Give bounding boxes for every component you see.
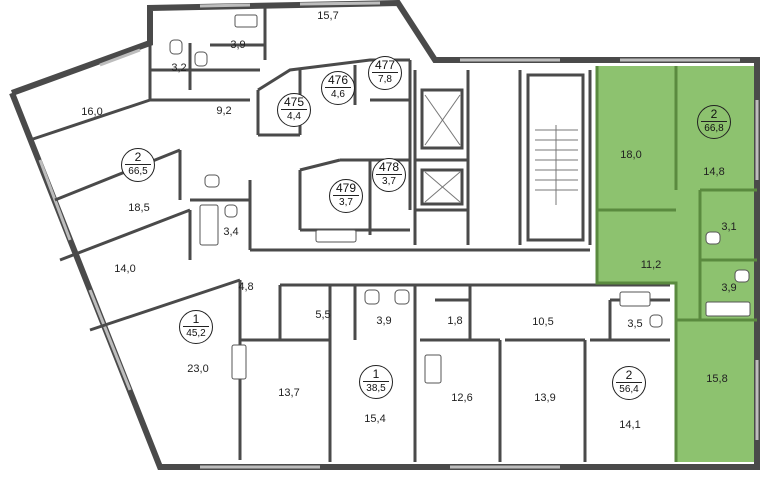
apartment-badge[interactable]: 2 66,8 <box>697 105 731 139</box>
room-area-label: 15,7 <box>317 10 339 22</box>
interior-walls <box>29 8 670 462</box>
badge-area: 45,2 <box>186 328 206 339</box>
room-area-label: 12,6 <box>451 392 473 404</box>
highlight-walls <box>595 66 757 462</box>
badge-number: 1 <box>192 312 200 326</box>
room-area-label: 4,8 <box>238 281 254 293</box>
room-area-label: 3,4 <box>223 226 239 238</box>
storage-badge[interactable]: 475 4,4 <box>277 93 311 127</box>
badge-area: 38,5 <box>366 383 386 394</box>
highlighted-apartment[interactable] <box>597 66 757 462</box>
fixtures <box>169 14 751 384</box>
storage-badge[interactable]: 476 4,6 <box>321 71 355 105</box>
room-area-label: 3,1 <box>721 221 737 233</box>
badge-number: 2 <box>710 107 718 121</box>
badge-area: 7,8 <box>378 74 392 85</box>
badge-area: 66,8 <box>704 123 724 134</box>
apartment-badge[interactable]: 1 45,2 <box>179 310 213 344</box>
badge-number: 2 <box>625 368 633 382</box>
badge-area: 3,7 <box>382 176 396 187</box>
room-area-label: 13,9 <box>534 392 556 404</box>
storage-badge[interactable]: 478 3,7 <box>372 158 406 192</box>
badge-area: 4,6 <box>331 89 345 100</box>
badge-area: 56,4 <box>619 384 639 395</box>
room-area-label: 16,0 <box>81 106 103 118</box>
room-area-label: 3,9 <box>721 282 737 294</box>
storage-badge[interactable]: 479 3,7 <box>329 179 363 213</box>
badge-number: 2 <box>134 150 142 164</box>
storage-badge[interactable]: 477 7,8 <box>368 56 402 90</box>
room-area-label: 23,0 <box>187 363 209 375</box>
badge-number: 1 <box>372 367 380 381</box>
room-area-label: 13,7 <box>278 387 300 399</box>
badge-area: 3,7 <box>339 197 353 208</box>
room-area-label: 15,8 <box>706 373 728 385</box>
badge-number: 478 <box>378 160 400 174</box>
room-area-label: 14,8 <box>703 166 725 178</box>
badge-area: 4,4 <box>287 111 301 122</box>
stairs <box>424 94 578 205</box>
badge-number: 476 <box>327 73 349 87</box>
room-area-label: 18,5 <box>128 202 150 214</box>
room-area-label: 14,0 <box>114 263 136 275</box>
room-area-label: 3,2 <box>171 62 187 74</box>
room-area-label: 3,5 <box>627 318 643 330</box>
badge-number: 475 <box>283 95 305 109</box>
badge-number: 477 <box>374 58 396 72</box>
room-area-label: 11,2 <box>640 259 662 271</box>
room-area-label: 10,5 <box>532 316 554 328</box>
outer-walls <box>9 0 760 470</box>
room-area-label: 14,1 <box>619 419 641 431</box>
windows <box>38 1 759 469</box>
room-area-label: 3,9 <box>376 315 392 327</box>
room-area-label: 15,4 <box>364 413 386 425</box>
apartment-badge[interactable]: 2 66,5 <box>121 148 155 182</box>
apartment-badge[interactable]: 2 56,4 <box>612 366 646 400</box>
badge-number: 479 <box>335 181 357 195</box>
room-area-label: 18,0 <box>620 149 642 161</box>
apartment-badge[interactable]: 1 38,5 <box>359 365 393 399</box>
room-area-label: 5,5 <box>315 309 331 321</box>
room-area-label: 3,9 <box>230 39 246 51</box>
badge-area: 66,5 <box>128 166 148 177</box>
room-area-label: 1,8 <box>447 315 463 327</box>
room-area-label: 9,2 <box>216 105 232 117</box>
